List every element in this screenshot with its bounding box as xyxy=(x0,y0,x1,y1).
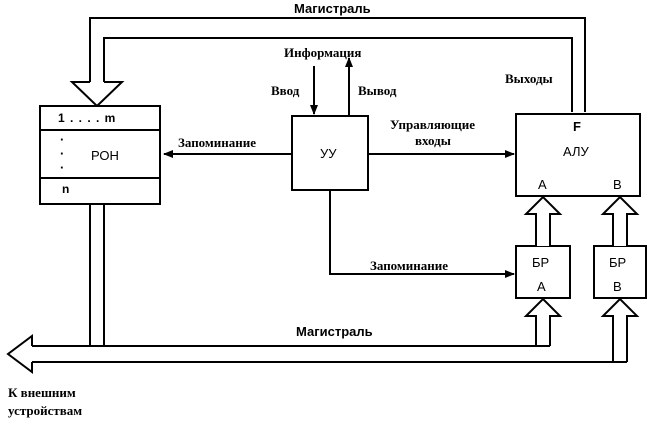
ron-bottom-row: n xyxy=(62,182,70,196)
store-left-label: Запоминание xyxy=(178,135,257,150)
br-b-to-alu-arrow xyxy=(600,195,640,246)
control-inputs-label-1: Управляющие xyxy=(390,117,476,132)
top-bus-inner xyxy=(103,37,573,112)
uu-name: УУ xyxy=(320,146,337,161)
top-bus-label: Магистраль xyxy=(294,1,371,16)
info-label: Информация xyxy=(284,45,362,60)
output-label: Вывод xyxy=(358,83,397,98)
outputs-label: Выходы xyxy=(505,71,553,86)
top-bus-arrowhead xyxy=(69,81,125,108)
ron-block xyxy=(39,105,161,205)
top-bus-outer xyxy=(89,17,586,112)
ron-dot-2: · xyxy=(60,146,65,161)
alu-input-a: А xyxy=(538,177,547,192)
alu-output-f: F xyxy=(573,119,581,134)
store-bottom-label: Запоминание xyxy=(370,258,449,273)
bus-to-br-a-arrow xyxy=(523,297,563,346)
ron-name: РОН xyxy=(91,148,119,163)
input-label: Ввод xyxy=(271,83,300,98)
uu-block xyxy=(291,115,369,191)
store-bottom-arrow xyxy=(329,190,515,278)
external-label-2: устройствам xyxy=(8,403,83,418)
br-b-line1: БР xyxy=(609,255,627,270)
control-inputs-label-2: входы xyxy=(415,133,451,148)
br-a-line1: БР xyxy=(532,255,550,270)
bus-to-br-b-arrow xyxy=(600,297,640,362)
br-a-to-alu-arrow xyxy=(523,195,563,246)
alu-input-b: В xyxy=(613,177,622,192)
ron-dot-3: · xyxy=(60,160,65,175)
br-a-line2: А xyxy=(537,279,546,294)
alu-name: АЛУ xyxy=(563,144,589,159)
bottom-bus-label: Магистраль xyxy=(296,324,373,339)
external-label-1: К внешним xyxy=(8,385,76,400)
alu-block xyxy=(515,113,641,197)
external-arrowhead xyxy=(6,334,33,374)
ron-dot-1: · xyxy=(60,132,65,147)
ron-top-row: 1 . . . . m xyxy=(58,111,117,125)
br-b-line2: В xyxy=(613,279,622,294)
